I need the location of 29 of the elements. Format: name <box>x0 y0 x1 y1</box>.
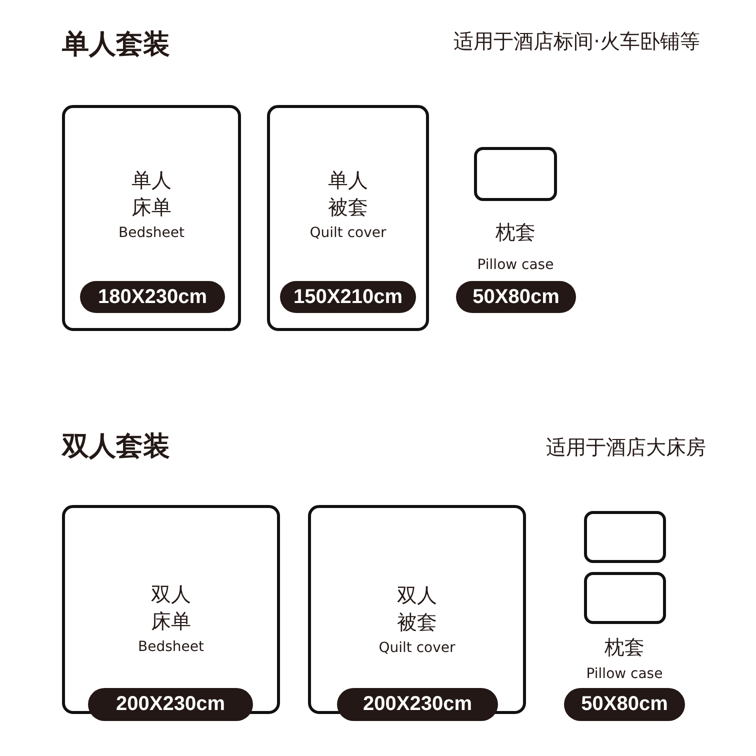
pillow-outline <box>584 572 666 624</box>
english-name: Quilt cover <box>378 640 456 656</box>
product-name: 双人床单 <box>150 581 192 635</box>
section-heading: 单人套装 <box>62 28 170 62</box>
usage-note: 适用于酒店大床房 <box>546 434 706 461</box>
size-tag: 200X230cm <box>88 688 253 721</box>
pillow-outline <box>584 511 666 563</box>
english-name: Pillow case <box>586 666 663 682</box>
english-name: Bedsheet <box>118 225 184 241</box>
english-name: Quilt cover <box>310 225 386 241</box>
product-name: 枕套 <box>496 219 536 246</box>
product-name: 单人被套 <box>327 167 369 221</box>
product-card <box>267 105 429 331</box>
section-heading: 双人套装 <box>62 430 170 464</box>
product-name: 双人被套 <box>396 582 438 636</box>
size-tag: 180X230cm <box>80 281 225 313</box>
size-tag: 50X80cm <box>456 281 576 313</box>
pillow-outline <box>474 147 557 201</box>
size-tag: 200X230cm <box>337 688 498 721</box>
product-card <box>308 505 526 714</box>
product-name: 枕套 <box>604 634 644 661</box>
product-card <box>62 505 280 714</box>
size-tag: 50X80cm <box>564 688 685 721</box>
size-tag: 150X210cm <box>280 281 416 313</box>
product-card <box>62 105 241 331</box>
english-name: Bedsheet <box>138 639 204 655</box>
english-name: Pillow case <box>477 257 554 273</box>
usage-note: 适用于酒店标间·火车卧铺等 <box>454 28 700 55</box>
product-name: 单人床单 <box>130 167 172 221</box>
